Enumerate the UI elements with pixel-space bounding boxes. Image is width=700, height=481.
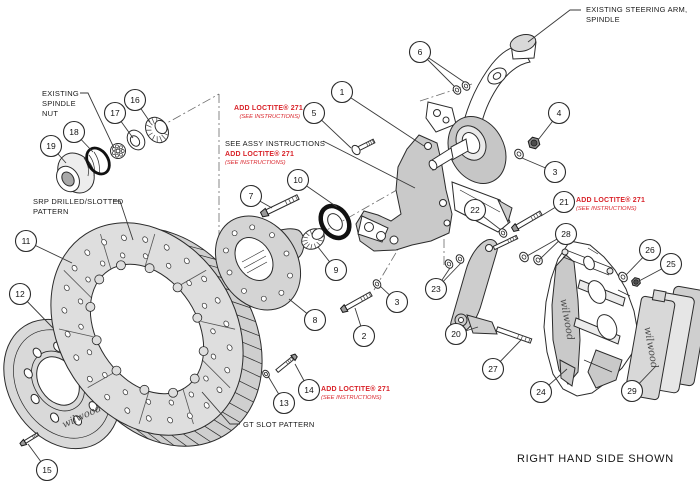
- svg-text:23: 23: [431, 284, 441, 294]
- bolts: [19, 138, 543, 447]
- label-spindle-nut-line1: EXISTING: [42, 89, 79, 98]
- svg-text:11: 11: [22, 236, 31, 246]
- callout-16: 16: [123, 88, 151, 123]
- callout-15: 15: [27, 443, 59, 481]
- callout-8: 8: [288, 298, 327, 332]
- callout-29: 29: [620, 365, 657, 403]
- footer-caption: RIGHT HAND SIDE SHOWN: [517, 453, 674, 465]
- svg-text:24: 24: [536, 387, 546, 397]
- callout-28: 28: [526, 222, 578, 260]
- callout-20: 20: [444, 322, 479, 346]
- callout-3: 3: [521, 157, 567, 184]
- hub-part: [214, 215, 305, 311]
- svg-text:5: 5: [312, 108, 317, 118]
- illustration: wilwood: [3, 34, 700, 450]
- callout-21: 21: [540, 190, 576, 217]
- nuts: [527, 136, 641, 287]
- svg-text:13: 13: [279, 398, 289, 408]
- svg-text:8: 8: [313, 315, 318, 325]
- callout-1: 1: [330, 80, 425, 147]
- note-loctite-right-title: ADD LOCTITE® 271: [576, 196, 645, 204]
- brake-pads-part: wilwood: [624, 285, 700, 401]
- callout-3: 3: [379, 285, 409, 314]
- callout-25: 25: [638, 252, 683, 282]
- svg-text:16: 16: [130, 95, 140, 105]
- label-steering-arm-line1: EXISTING STEERING ARM,: [586, 5, 687, 14]
- svg-text:21: 21: [559, 197, 569, 207]
- note-loctite-top-title: ADD LOCTITE® 271: [234, 104, 303, 112]
- callout-layer: 1233456789101112131415161718192021222324…: [8, 40, 683, 481]
- label-srp-line1: SRP DRILLED/SLOTTED: [33, 197, 124, 206]
- label-gt-slot: GT SLOT PATTERN: [243, 420, 315, 429]
- svg-text:4: 4: [557, 108, 562, 118]
- svg-text:3: 3: [553, 167, 558, 177]
- label-leaders: [80, 9, 581, 425]
- callout-12: 12: [8, 282, 54, 329]
- note-loctite-mid-title: ADD LOCTITE® 271: [321, 385, 390, 393]
- svg-text:10: 10: [293, 175, 303, 185]
- callout-23: 23: [424, 262, 462, 301]
- callout-11: 11: [14, 229, 73, 264]
- callout-6: 6: [408, 40, 465, 87]
- outer-bearing-part: [145, 116, 169, 144]
- svg-text:18: 18: [69, 127, 79, 137]
- callout-27: 27: [481, 339, 522, 381]
- svg-text:9: 9: [334, 265, 339, 275]
- svg-text:14: 14: [304, 385, 314, 395]
- spindle-part: [425, 34, 537, 233]
- bracket-part: [355, 134, 453, 252]
- callout-4: 4: [537, 101, 571, 141]
- callout-5: 5: [302, 101, 352, 149]
- callout-26: 26: [625, 238, 662, 276]
- svg-text:7: 7: [249, 191, 254, 201]
- svg-text:20: 20: [451, 329, 461, 339]
- steering-link-part: [450, 239, 498, 335]
- callout-9: 9: [317, 246, 348, 282]
- label-spindle-nut-line2: SPINDLE: [42, 99, 76, 108]
- callout-19: 19: [39, 134, 67, 164]
- note-loctite-assy-title: ADD LOCTITE® 271: [225, 150, 294, 158]
- callout-24: 24: [529, 368, 568, 404]
- svg-text:3: 3: [395, 297, 400, 307]
- washers: [262, 81, 628, 379]
- callout-22: 22: [463, 198, 502, 231]
- svg-text:15: 15: [42, 465, 52, 475]
- seal-part: [318, 203, 352, 241]
- note-loctite-top-sub: (SEE INSTRUCTIONS): [239, 114, 300, 120]
- callout-14: 14: [294, 363, 321, 402]
- label-srp-line2: PATTERN: [33, 207, 69, 216]
- svg-text:6: 6: [418, 47, 423, 57]
- callout-2: 2: [352, 307, 376, 348]
- svg-text:12: 12: [15, 289, 25, 299]
- svg-text:22: 22: [470, 205, 480, 215]
- svg-text:25: 25: [666, 259, 676, 269]
- label-see-assy: SEE ASSY INSTRUCTIONS: [225, 139, 325, 148]
- note-loctite-right-sub: (SEE INSTRUCTIONS): [576, 206, 637, 212]
- svg-text:2: 2: [362, 331, 367, 341]
- text-labels: EXISTING STEERING ARM, SPINDLE EXISTING …: [33, 5, 687, 465]
- label-spindle-nut-line3: NUT: [42, 109, 58, 118]
- callout-10: 10: [286, 168, 338, 208]
- callout-7: 7: [239, 184, 273, 209]
- svg-text:17: 17: [110, 108, 120, 118]
- note-loctite-mid-sub: (SEE INSTRUCTIONS): [321, 395, 382, 401]
- note-loctite-assy-sub: (SEE INSTRUCTIONS): [225, 160, 286, 166]
- rotor-part: [50, 222, 263, 447]
- callout-18: 18: [62, 120, 94, 153]
- callout-17: 17: [103, 101, 134, 139]
- svg-text:27: 27: [488, 364, 498, 374]
- svg-text:26: 26: [645, 245, 655, 255]
- svg-text:29: 29: [627, 386, 637, 396]
- svg-text:19: 19: [46, 141, 56, 151]
- callout-13: 13: [267, 375, 296, 415]
- caliper-part: wilwood: [543, 240, 639, 397]
- svg-text:28: 28: [561, 229, 571, 239]
- svg-text:1: 1: [340, 87, 345, 97]
- label-steering-arm-line2: SPINDLE: [586, 15, 620, 24]
